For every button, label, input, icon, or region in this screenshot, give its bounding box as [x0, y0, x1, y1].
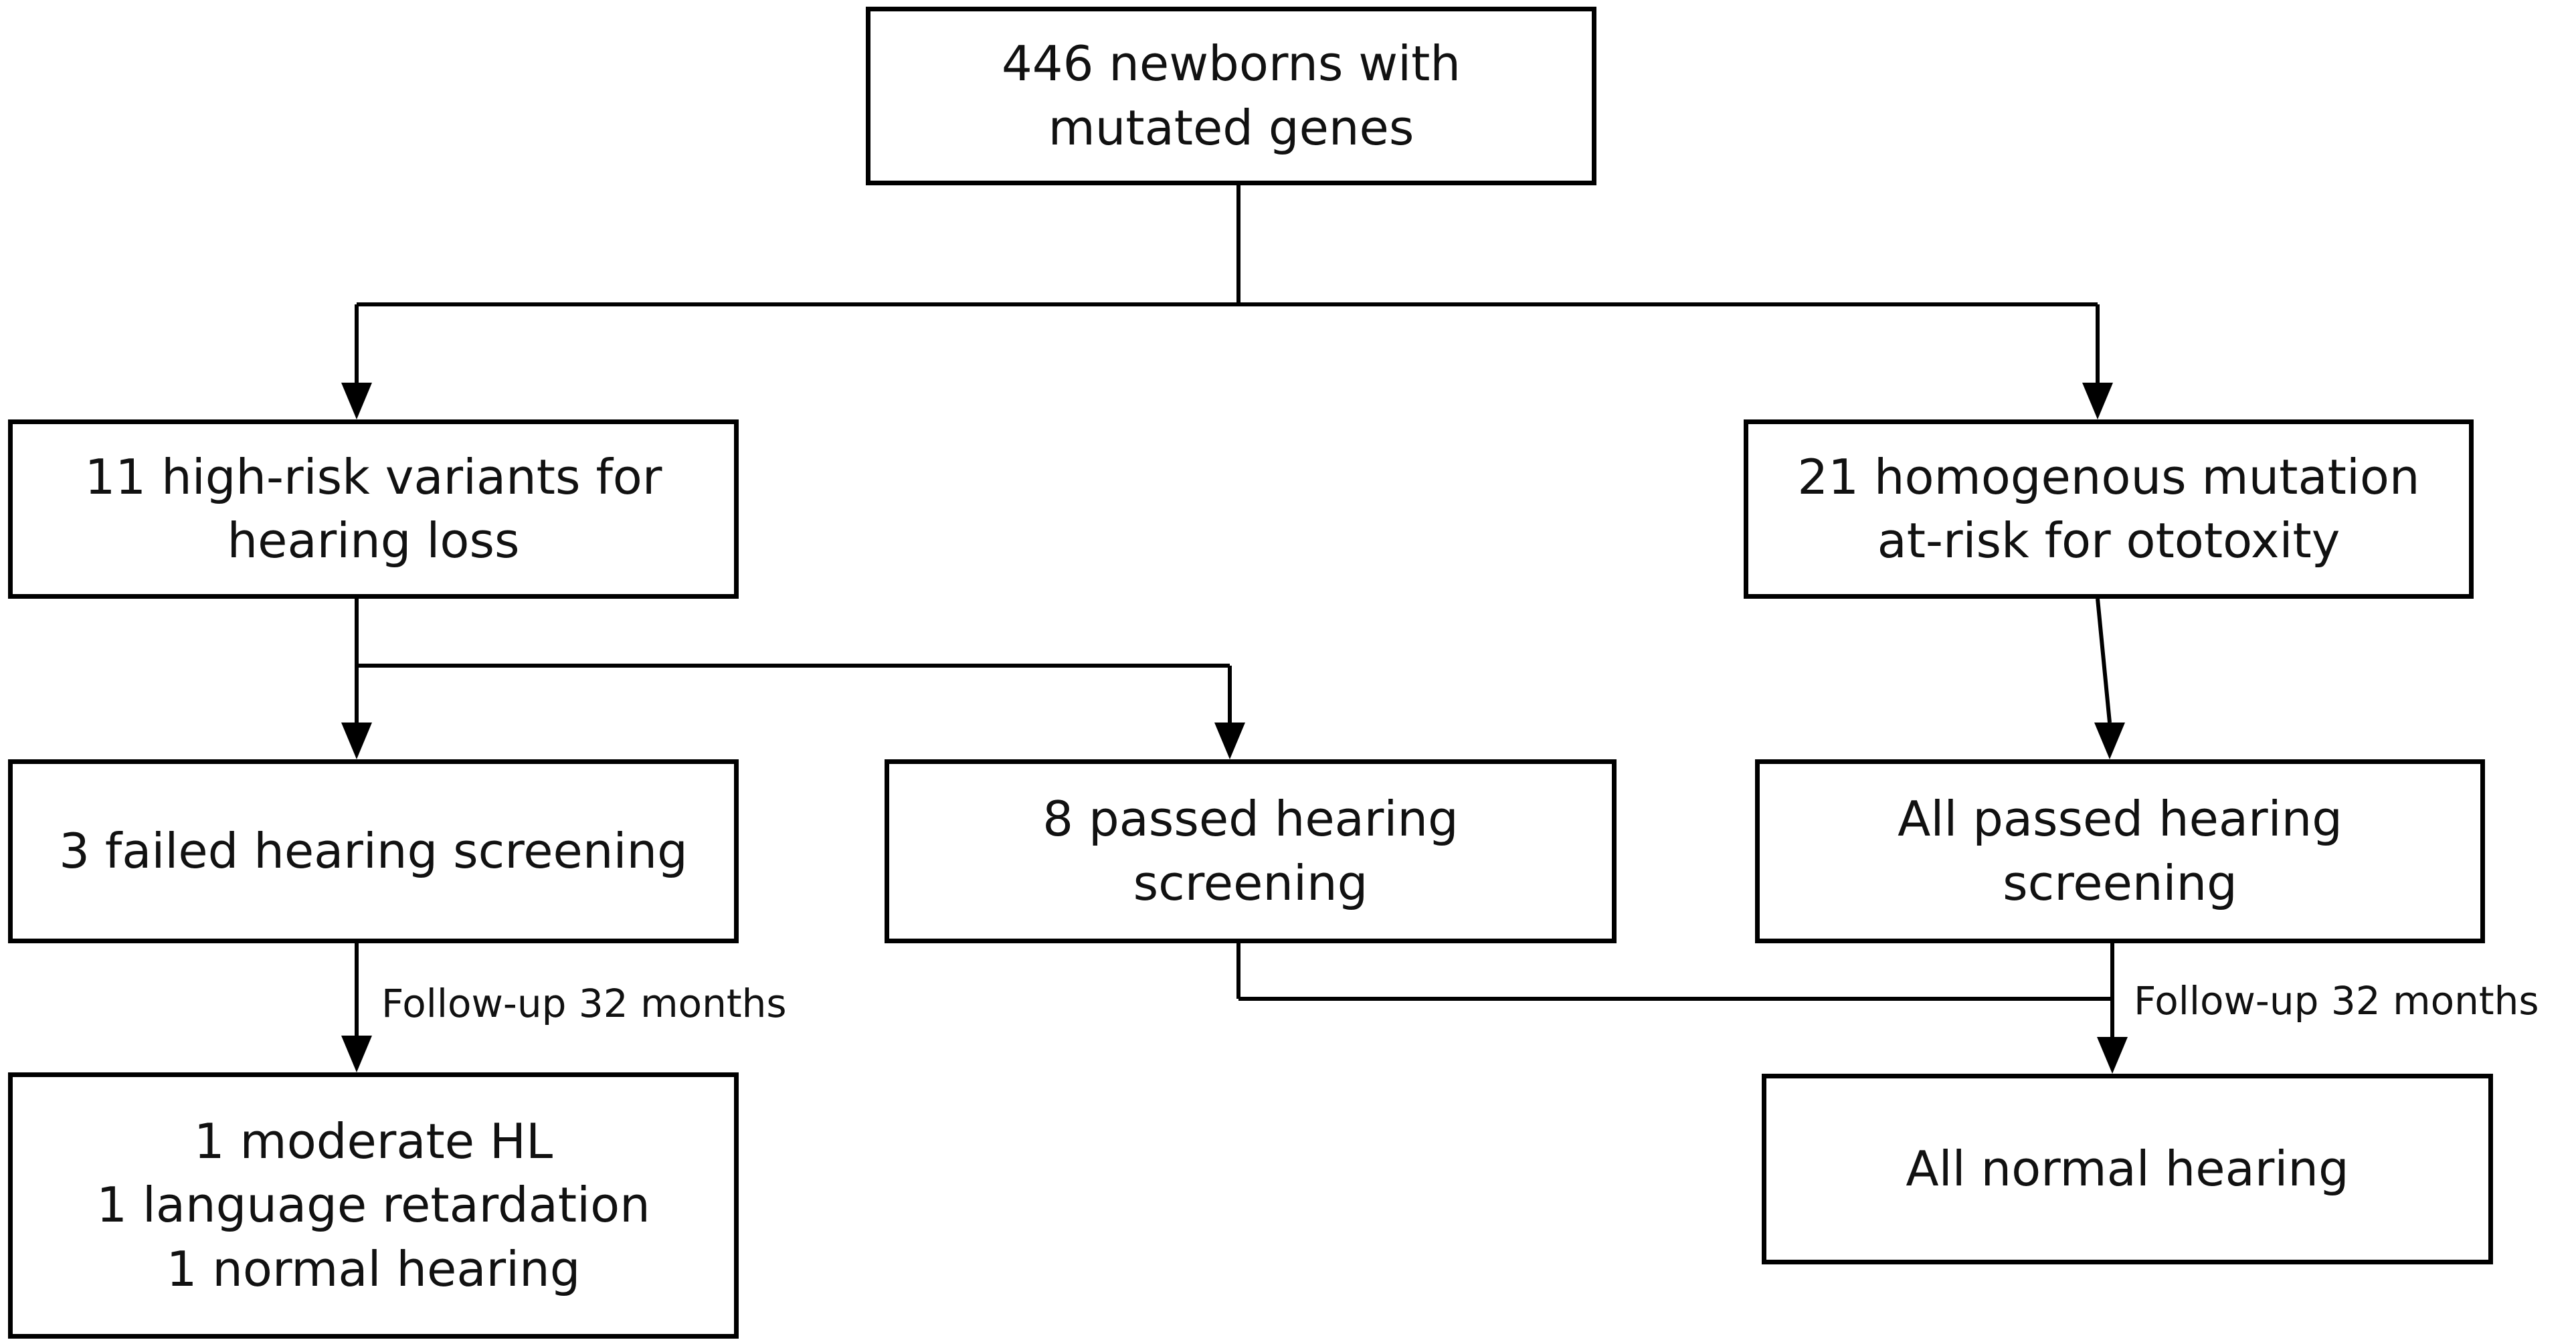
arrowhead-all-passed — [2094, 723, 2125, 759]
outcome-left-node: 1 moderate HL 1 language retardation 1 n… — [8, 1072, 739, 1339]
passed-screening-node: 8 passed hearing screening — [885, 759, 1617, 943]
ototoxicity-line-2: at-risk for ototoxity — [1877, 512, 2340, 569]
root-line-2: mutated genes — [1048, 99, 1414, 156]
arrowhead-outcome-right — [2097, 1037, 2128, 1074]
passed8-line-1: 8 passed hearing — [1042, 791, 1459, 848]
high-risk-line-1: 11 high-risk variants for — [84, 448, 662, 505]
arrowhead-outcome-left — [341, 1036, 372, 1072]
outcome-right-line-1: All normal hearing — [1906, 1140, 2349, 1197]
all-passed-node: All passed hearing screening — [1755, 759, 2485, 943]
outcome-left-line-3: 1 normal hearing — [166, 1240, 581, 1297]
arrowhead-ototoxicity — [2082, 383, 2113, 419]
outcome-right-node: All normal hearing — [1762, 1074, 2493, 1264]
ototoxicity-node: 21 homogenous mutation at-risk for ototo… — [1744, 419, 2474, 599]
followup-right-label: Follow-up 32 months — [2134, 978, 2539, 1024]
all-passed-line-2: screening — [2003, 854, 2237, 911]
root-line-1: 446 newborns with — [1001, 35, 1461, 92]
followup-left-label: Follow-up 32 months — [381, 981, 787, 1026]
outcome-left-line-1: 1 moderate HL — [193, 1113, 553, 1170]
failed-screening-node: 3 failed hearing screening — [8, 759, 739, 943]
all-passed-line-1: All passed hearing — [1898, 791, 2342, 848]
passed8-line-2: screening — [1133, 854, 1368, 911]
failed-line-1: 3 failed hearing screening — [59, 822, 688, 879]
arrowhead-passed8 — [1214, 723, 1245, 759]
high-risk-line-2: hearing loss — [227, 512, 520, 569]
arrowhead-high-risk — [341, 383, 372, 419]
root-node: 446 newborns with mutated genes — [866, 7, 1596, 185]
outcome-left-line-2: 1 language retardation — [96, 1177, 650, 1234]
arrowhead-failed — [341, 723, 372, 759]
edge-to-all-passed — [2096, 598, 2112, 723]
ototoxicity-line-1: 21 homogenous mutation — [1797, 448, 2420, 505]
high-risk-node: 11 high-risk variants for hearing loss — [8, 419, 739, 599]
